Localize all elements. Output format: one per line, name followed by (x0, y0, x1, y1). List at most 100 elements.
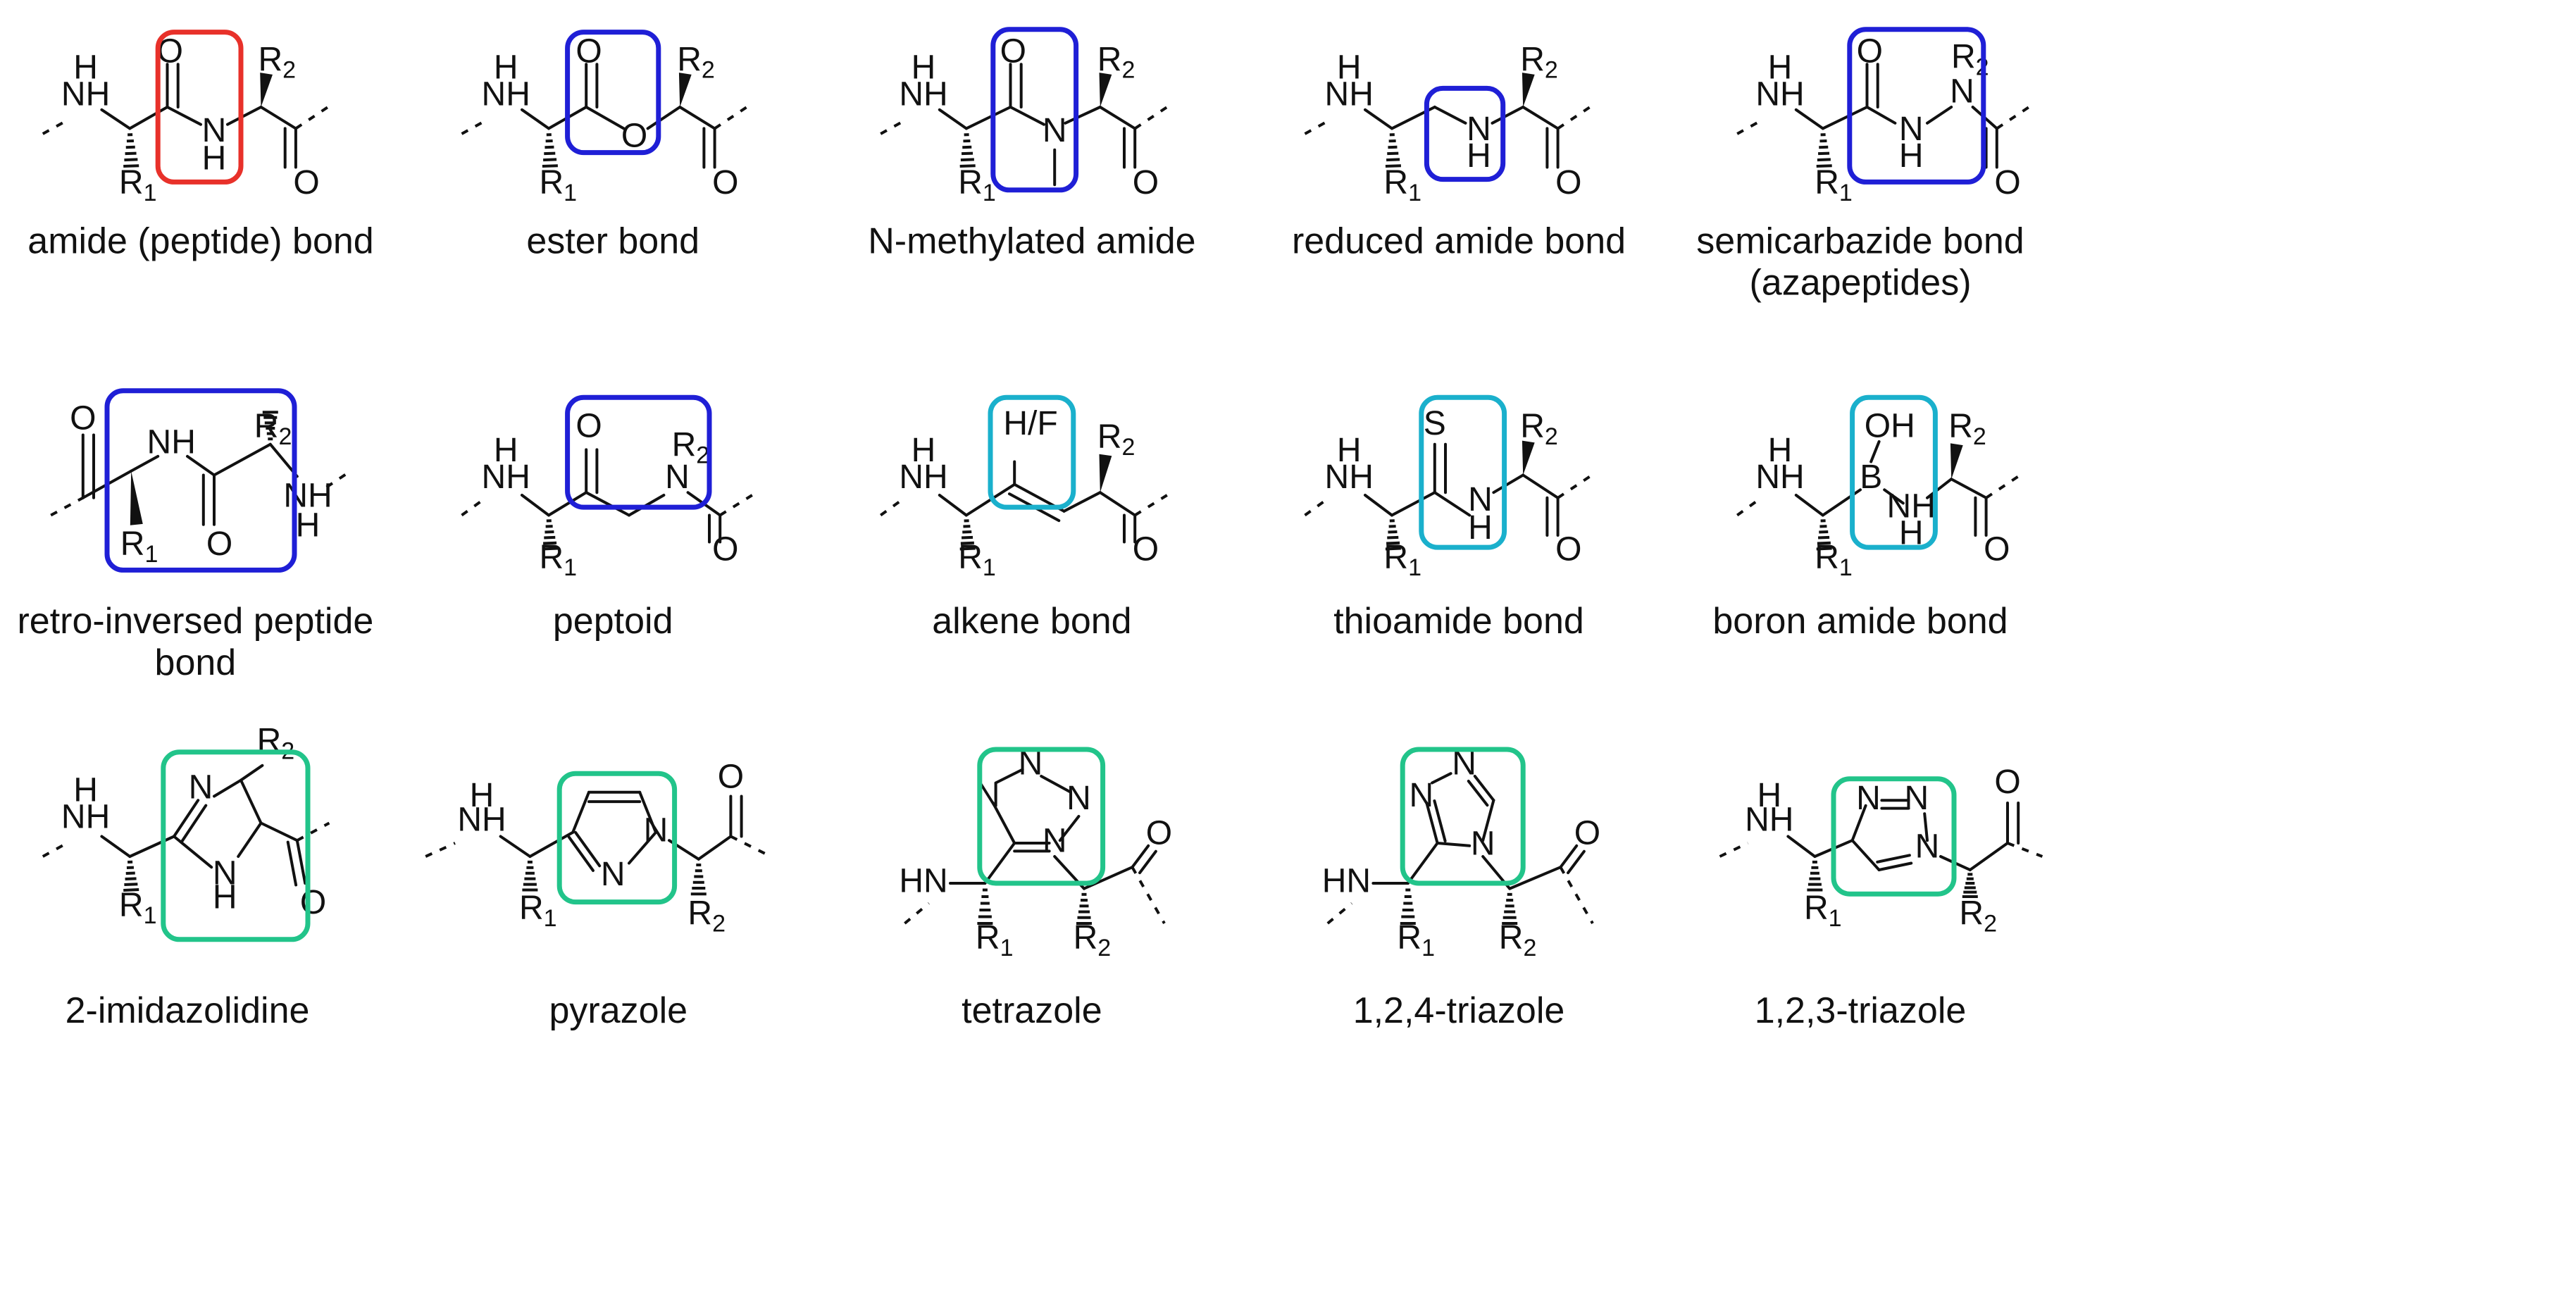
oxygen-label: O (70, 399, 96, 437)
r-group-subscript: 1 (1829, 905, 1842, 932)
r-group-letter: R (1097, 418, 1122, 456)
nh-label: NH (61, 798, 110, 835)
r-group-letter: R (540, 164, 564, 201)
h-label: H (213, 878, 237, 916)
backbone-continuation-bond (1557, 106, 1591, 130)
blue-highlight-box (1847, 27, 1986, 185)
bond (528, 830, 575, 858)
bond-caption: reduced amide bond (1292, 221, 1626, 262)
backbone-continuation-bond (425, 842, 456, 858)
r-group-subscript: 1 (144, 541, 158, 568)
bond (1883, 488, 1905, 505)
nh-label: NH (1325, 459, 1374, 496)
h-label: H (1768, 49, 1793, 86)
h-label: H (73, 49, 98, 86)
bond (259, 106, 297, 130)
hn-label: HN (899, 863, 947, 900)
wedge-stereo-bond (1099, 73, 1112, 107)
r-group-label: R2 (1520, 41, 1558, 83)
hash-stereo-bond (124, 883, 138, 886)
r-group-letter: R (1499, 918, 1524, 956)
bond (1058, 815, 1081, 842)
bond (173, 835, 213, 869)
r-group-subscript: 1 (983, 180, 996, 206)
bond (166, 106, 202, 126)
blue-highlight-box (565, 394, 712, 510)
aza-nitrogen-2: N (1950, 73, 1974, 111)
double-bond (295, 839, 307, 885)
r-group-letter: R (1948, 408, 1973, 445)
bond (521, 108, 550, 130)
r-group-label: R1 (1397, 918, 1435, 961)
bond-caption: peptoid (553, 601, 673, 642)
nh-label: NH (482, 459, 530, 496)
r-group-letter: R (672, 426, 697, 463)
backbone-continuation-bond (461, 497, 487, 517)
bond (1040, 775, 1072, 794)
bond (1794, 494, 1824, 517)
reduced-nitrogen: N (1467, 111, 1491, 148)
r-group-label: R2 (1499, 918, 1537, 961)
hash-stereo-bond (1817, 541, 1831, 545)
boron-amide-nitrogen: NH (1887, 488, 1936, 525)
bond (259, 821, 299, 842)
triazole-n3: N (1915, 828, 1940, 865)
r-group-letter: R (259, 41, 283, 78)
bond (1522, 473, 1560, 499)
h-label: H (1337, 49, 1362, 86)
ring-nitrogen: N (189, 769, 213, 806)
bond (1062, 491, 1102, 513)
pyrazole-nitrogen-2: N (644, 811, 668, 849)
nh-label: NH (482, 75, 530, 113)
bond-caption: alkene bond (932, 601, 1131, 642)
bond (547, 491, 588, 517)
thio-sulfur: S (1424, 405, 1446, 442)
r-group-label: R2 (1948, 408, 1986, 450)
wedge-stereo-bond (1099, 454, 1112, 493)
bond (678, 106, 716, 130)
bond (628, 830, 657, 865)
h-label: H (1757, 777, 1781, 814)
r-group-subscript: 1 (1839, 180, 1853, 206)
double-bond (1876, 854, 1911, 864)
backbone-continuation-bond (294, 106, 329, 130)
r-group-letter: R (1959, 895, 1984, 932)
bond (964, 106, 1012, 130)
nh-label: NH (1325, 75, 1374, 113)
oxygen-label: O (1994, 764, 2020, 801)
backbone-continuation-bond (1719, 842, 1749, 858)
r-group-subscript: 2 (282, 56, 296, 83)
oxygen-label: O (712, 164, 738, 201)
ring-double-bond (574, 830, 602, 868)
bond (1364, 108, 1393, 130)
h-label: H (911, 49, 936, 86)
bond (213, 778, 242, 798)
oxygen-label: O (300, 884, 326, 921)
bond-caption: thioamide bond (1333, 601, 1584, 642)
bond (1481, 799, 1495, 842)
hash-stereo-bond (961, 535, 973, 540)
wedge-stereo-bond (678, 73, 692, 107)
r-group-letter: R (1383, 539, 1408, 576)
thioamide-hydrogen: H (1468, 509, 1493, 547)
r-group-subscript: 1 (1839, 554, 1853, 581)
r-group-letter: R (1097, 41, 1122, 78)
bond (130, 454, 160, 473)
nh-label: NH (1755, 459, 1804, 496)
r-group-label: R2 (1097, 418, 1135, 461)
amide-hydrogen: H (202, 140, 227, 177)
wedge-stereo-bond (1522, 73, 1535, 107)
r-group-label: R2 (1097, 41, 1135, 83)
pyrazole-nitrogen: N (601, 856, 626, 893)
hash-stereo-bond (543, 158, 557, 162)
r-group-label: R1 (1383, 164, 1421, 206)
r-group-label: R1 (120, 525, 158, 568)
bond-caption: tetrazole (962, 990, 1102, 1031)
h-f-label: H/F (1003, 405, 1057, 442)
